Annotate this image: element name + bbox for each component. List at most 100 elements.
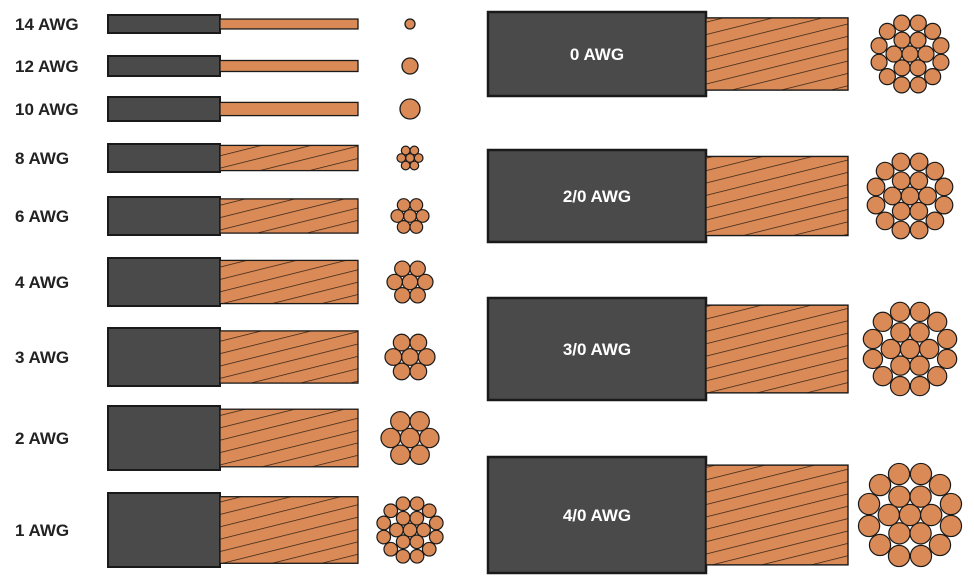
- wire-0-awg-strand: [909, 14, 927, 32]
- wire-2-0-awg-strand: [891, 201, 911, 221]
- exposed-conductor: [219, 59, 359, 73]
- wire-1-awg-strand: [428, 515, 444, 531]
- insulation-jacket: [107, 55, 221, 77]
- insulation-jacket: [486, 148, 708, 244]
- wire-2-0-awg-strand: [909, 152, 929, 172]
- wire-1-awg-strand: [389, 522, 404, 538]
- wire-0-awg-strand: [909, 31, 927, 49]
- exposed-conductor: [219, 144, 359, 172]
- wire-2-0-awg-strand: [875, 211, 895, 231]
- exposed-conductor: [219, 330, 359, 384]
- wire-2-0-awg-strand: [891, 171, 911, 191]
- wire-2-awg-strand: [380, 427, 401, 449]
- exposed-conductor: [705, 17, 849, 91]
- insulation-jacket: [107, 257, 221, 307]
- wire-14-awg-cross-section: [404, 18, 416, 30]
- wire-1-awg-strand: [376, 515, 392, 531]
- wire-3-0-awg: 3/0 AWG: [486, 296, 958, 402]
- wire-2-awg-strand: [390, 444, 411, 466]
- wire-0-awg-strand: [893, 76, 911, 94]
- wire-2-awg: 2 AWG: [15, 405, 440, 471]
- insulation-jacket: [107, 492, 221, 568]
- wire-10-awg: 10 AWG: [15, 96, 421, 122]
- wire-4-awg: 4 AWG: [15, 257, 434, 307]
- wire-2-0-awg-cross-section: [866, 152, 954, 240]
- wire-6-awg-strand: [396, 220, 411, 234]
- wire-3-0-awg-strand: [909, 375, 931, 397]
- wire-1-awg-strand: [416, 522, 432, 538]
- wire-0-awg-strand: [917, 45, 935, 63]
- wire-0-awg-strand: [909, 76, 927, 94]
- wire-2-awg-strand: [409, 410, 430, 432]
- wire-2-awg-strand: [399, 427, 421, 449]
- wire-2-awg-strand: [390, 410, 411, 432]
- wire-3-0-awg-strand: [889, 301, 911, 323]
- wire-4-awg-strand: [386, 273, 403, 291]
- wire-8-awg-strand: [400, 160, 411, 171]
- wire-6-awg: 6 AWG: [15, 196, 430, 236]
- wire-4-awg-strand: [409, 260, 426, 277]
- wire-0-awg-strand: [870, 37, 888, 55]
- gauge-label: 3/0 AWG: [563, 340, 631, 359]
- exposed-conductor: [219, 18, 359, 30]
- wire-3-0-awg-strand: [890, 322, 911, 343]
- wire-4-0-awg-strand: [868, 473, 892, 497]
- wire-3-awg-cross-section: [384, 333, 436, 381]
- wire-1-awg-strand: [376, 529, 392, 545]
- wire-3-0-awg-strand: [919, 338, 940, 360]
- wire-1-awg-strand: [395, 510, 411, 526]
- wire-4-0-awg-strand: [909, 485, 932, 508]
- exposed-conductor: [219, 408, 359, 468]
- wire-6-awg-cross-section: [390, 198, 430, 234]
- wire-1-awg-strand: [395, 534, 411, 550]
- wire-2-awg-strand: [419, 427, 440, 449]
- wire-3-awg-strand: [409, 333, 428, 352]
- wire-8-awg-strand: [400, 145, 411, 156]
- wire-4-0-awg-strand: [909, 544, 933, 568]
- wire-3-awg-strand: [401, 348, 419, 366]
- wire-2-0-awg-strand: [934, 177, 954, 197]
- wire-2-0-awg-strand: [909, 171, 929, 191]
- gauge-label: 8 AWG: [15, 149, 69, 168]
- wire-3-0-awg-strand: [862, 328, 884, 350]
- wire-1-awg-cross-section: [376, 496, 444, 564]
- wire-3-0-awg-strand: [872, 365, 894, 387]
- wire-2-awg-cross-section: [380, 410, 440, 466]
- wire-3-0-awg-strand: [872, 311, 894, 333]
- wire-0-awg-strand: [885, 45, 903, 63]
- wire-3-awg-strand: [392, 333, 411, 352]
- insulation-jacket: [107, 196, 221, 236]
- wire-4-0-awg: 4/0 AWG: [486, 455, 963, 575]
- wire-12-awg-solid-conductor-end: [401, 57, 419, 75]
- insulation-jacket: [107, 327, 221, 387]
- wire-4-0-awg-strand: [857, 514, 881, 538]
- wire-3-0-awg-strand: [936, 328, 958, 350]
- gauge-label: 6 AWG: [15, 207, 69, 226]
- wire-4-0-awg-strand: [939, 492, 963, 516]
- wire-1-awg-strand: [409, 548, 425, 564]
- wire-2-0-awg-strand: [866, 177, 886, 197]
- wire-3-0-awg-strand: [862, 348, 884, 370]
- wire-2-awg-strand: [409, 444, 430, 466]
- wire-2-0-awg-strand: [900, 186, 920, 206]
- wire-8-awg-strand: [413, 153, 424, 163]
- exposed-conductor: [705, 155, 849, 237]
- gauge-label: 1 AWG: [15, 521, 69, 540]
- wire-2-0-awg-strand: [934, 195, 954, 215]
- wire-6-awg-strand: [390, 209, 405, 223]
- wire-3-0-awg-strand: [909, 355, 930, 376]
- wire-3-0-awg-cross-section: [862, 301, 958, 397]
- wire-4-awg-strand: [394, 287, 411, 304]
- wire-10-awg-solid-conductor-end: [399, 98, 421, 120]
- wire-1-awg-strand: [421, 541, 437, 557]
- wire-4-awg-strand: [409, 287, 426, 304]
- wire-4-0-awg-strand: [857, 492, 881, 516]
- wire-4-0-awg-strand: [909, 522, 932, 545]
- exposed-conductor: [219, 198, 359, 234]
- wire-0-awg-strand: [924, 22, 942, 40]
- wire-1-awg-strand: [421, 503, 437, 519]
- wire-4-0-awg-strand: [928, 533, 952, 557]
- wire-3-0-awg-strand: [899, 338, 921, 360]
- wire-2-0-awg-strand: [866, 195, 886, 215]
